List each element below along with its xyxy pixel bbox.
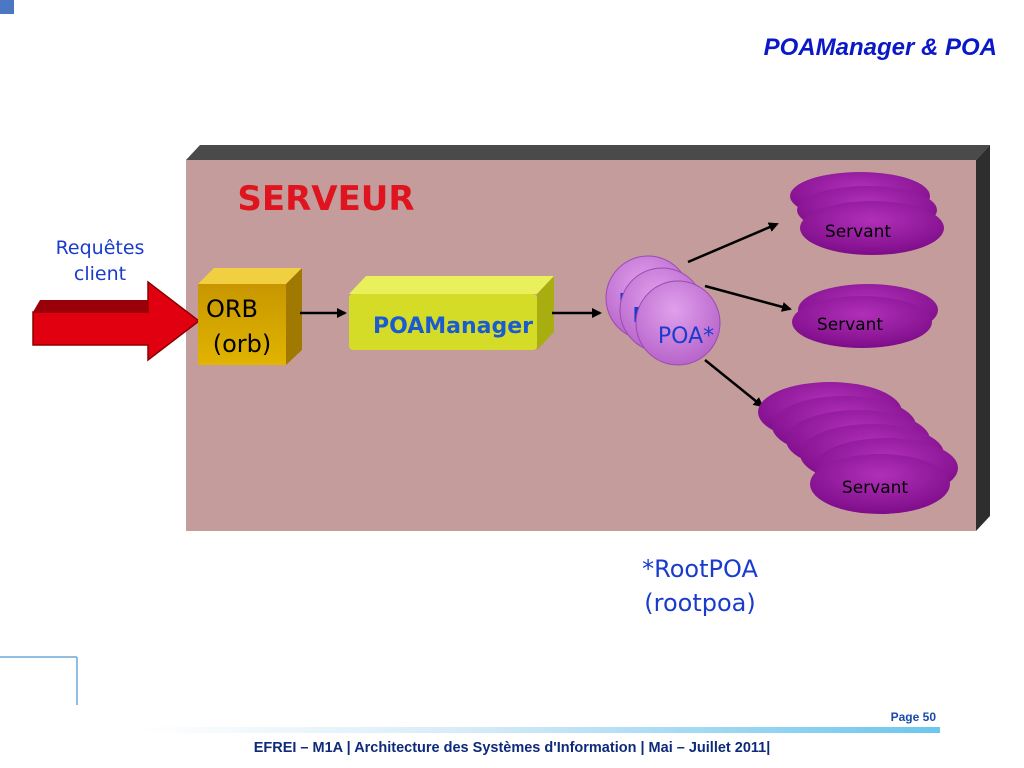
servant-middle-front <box>792 296 932 348</box>
orb-label-line2: (orb) <box>213 330 272 358</box>
poamanager-label: POAManager <box>373 314 533 339</box>
corner-line-decoration <box>0 656 78 705</box>
poamanager-box-face <box>349 294 537 350</box>
servant-middle-label: Servant <box>817 315 883 335</box>
arrow-poa-to-servant-top <box>687 222 779 264</box>
servant-group-bottom: Servant <box>758 382 958 514</box>
corner-decoration <box>0 0 14 14</box>
footer-bar <box>140 727 940 733</box>
servant-group-top: Servant <box>790 172 944 255</box>
footer-text: EFREI – M1A | Architecture des Systèmes … <box>0 740 1024 756</box>
servant-middle: Servant <box>792 284 938 348</box>
orb-cube-side <box>286 268 302 365</box>
orb-cube-face <box>198 284 286 365</box>
servant-bottom-label: Servant <box>842 478 908 498</box>
arrow-poa-to-servant-bottom <box>704 359 764 408</box>
requests-label-line2: client <box>74 263 126 285</box>
orb-cube: ORB (orb) <box>198 268 302 365</box>
poa-label: POA* <box>658 324 714 349</box>
arrow-poa-to-servant-middle <box>704 284 792 312</box>
poa-stack: P P POA* <box>605 255 721 366</box>
poamanager-box: POAManager <box>349 276 554 350</box>
servant-top-front <box>800 201 944 255</box>
footer-school: EFREI – M1A <box>253 740 343 756</box>
page-number: Page 50 <box>890 710 936 724</box>
rootpoa-line1: *RootPOA <box>642 555 758 583</box>
request-arrow-top-icon <box>33 300 148 312</box>
orb-cube-top <box>198 268 302 284</box>
poa-front <box>635 280 721 366</box>
servant-bottom-front <box>810 454 950 514</box>
poamanager-box-top <box>349 276 554 294</box>
servant-top-label: Servant <box>825 222 891 242</box>
footer-course: | Architecture des Systèmes d'Informatio… <box>346 740 771 756</box>
server-label: SERVEUR <box>237 179 414 219</box>
request-arrow-icon <box>32 280 201 362</box>
orb-label-line1: ORB <box>206 295 258 323</box>
server-box-side-edge <box>976 145 990 531</box>
rootpoa-line2: (rootpoa) <box>644 589 755 617</box>
client-requests: Requêtes client <box>32 237 201 362</box>
poamanager-box-side <box>537 276 554 350</box>
server-box-top-edge <box>186 145 990 160</box>
slide-title: POAManager & POA <box>763 34 997 61</box>
requests-label-line1: Requêtes <box>56 237 145 259</box>
